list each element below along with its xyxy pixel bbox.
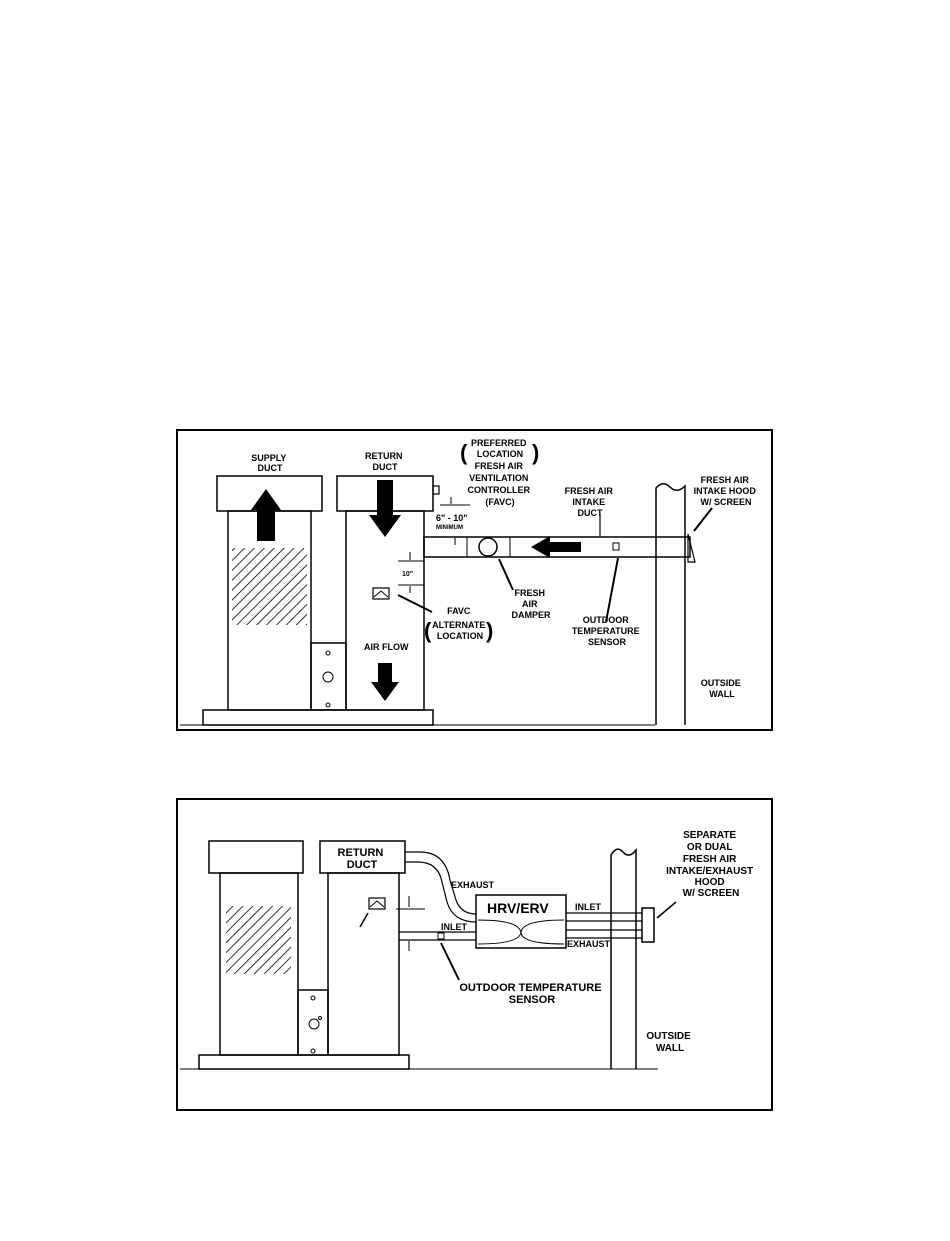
fresh-air-damper-icon [478, 537, 498, 557]
return-cabinet-2 [327, 872, 400, 1056]
supply-duct-box-2 [208, 840, 304, 874]
air-flow-label: AIR FLOW [364, 642, 409, 652]
inlet-left-label: INLET [441, 922, 468, 932]
cabinet-knockout [322, 671, 334, 683]
supply-cabinet-2 [219, 872, 299, 1056]
fresh-air-intake-duct-label: FRESH AIR INTAKE DUCT [565, 486, 616, 518]
figure-2-frame [176, 798, 773, 1111]
sensor-leader-2 [440, 942, 460, 981]
favc-pointer-2 [359, 912, 369, 928]
outdoor-sensor-label: OUTDOOR TEMPERATURE SENSOR [572, 615, 642, 647]
intake-flow-arrow [531, 536, 581, 558]
preferred-paren-close: ) [532, 440, 539, 465]
favc-alt-paren-open: ( [424, 618, 432, 643]
supply-up-arrow [251, 489, 281, 541]
exhaust-flex-duct-inner [405, 861, 477, 923]
intake-exhaust-hood-icon [641, 907, 655, 943]
supply-coil-hatch [232, 548, 307, 625]
separate-hood-label: SEPARATE OR DUAL FRESH AIR INTAKE/EXHAUS… [666, 830, 756, 899]
favc-preferred-icon [432, 485, 440, 495]
cabinet-hole-1 [325, 650, 331, 656]
outside-wall-label: OUTSIDE WALL [701, 678, 744, 699]
return-duct-label: RETURN DUCT [365, 451, 405, 472]
cabinet-knockout-2 [308, 1018, 320, 1030]
damper-leader [498, 558, 514, 591]
favc-icon-2 [368, 897, 386, 910]
favc-alt-leader [397, 594, 433, 613]
outside-wall-label-2: OUTSIDE WALL [646, 1031, 693, 1054]
cabinet-hole-3 [310, 995, 316, 1001]
exhaust-top-label: EXHAUST [451, 880, 495, 890]
return-down-arrow [369, 480, 401, 537]
min-distance-label: 6" - 10" [436, 513, 468, 523]
blower-cabinet [310, 642, 347, 711]
outside-wall-2 [610, 847, 637, 1069]
hood-leader-2 [656, 901, 677, 919]
cabinet-hole-2 [325, 702, 331, 708]
ten-inch-label: 10" [402, 571, 413, 578]
exhaust-right-label: EXHAUST [567, 939, 611, 949]
favc-alt-paren-close: ) [486, 618, 493, 643]
supply-duct-label: SUPPLY DUCT [251, 453, 289, 473]
minimum-label: MINIMUM [436, 525, 463, 531]
outdoor-sensor-icon [612, 542, 620, 551]
blower-cabinet-2 [297, 989, 329, 1056]
intake-hood-label: FRESH AIR INTAKE HOOD W/ SCREEN [694, 475, 759, 507]
figure-1-favc-installation: SUPPLY DUCT RETURN DUCT ( ) PREFERRED LO… [176, 429, 773, 731]
exhaust-flex-duct-outer [405, 851, 477, 915]
figure-1-frame [176, 429, 773, 731]
return-duct-label-2: RETURN DUCT [338, 847, 387, 871]
preferred-location-label: PREFERRED LOCATION [471, 438, 529, 459]
hrv-erv-label: HRV/ERV [487, 900, 549, 916]
favc-alternate-icon [372, 587, 390, 600]
airflow-down-arrow [371, 663, 399, 701]
sensor-leader [605, 557, 619, 623]
favc-alternate-symbol [373, 590, 389, 598]
figure-2-hrv-erv-installation: RETURN DUCT EXHAUST HRV/ERV INLET INLET … [176, 798, 773, 1111]
cabinet-hole-5 [310, 1048, 316, 1054]
fresh-air-damper-label: FRESH AIR DAMPER [511, 588, 551, 620]
favc-alternate-label: FAVC ALTERNATE LOCATION [432, 606, 488, 641]
furnace-base-2 [198, 1054, 410, 1070]
preferred-paren-open: ( [460, 440, 468, 465]
fresh-air-intake-duct [423, 536, 691, 558]
furnace-base [202, 709, 434, 726]
outside-wall [655, 483, 686, 725]
hood-leader [693, 507, 713, 532]
favc-label: FRESH AIR VENTILATION CONTROLLER (FAVC) [467, 461, 532, 507]
favc-symbol-2 [369, 900, 385, 908]
hrv-crossflow-2 [477, 919, 565, 945]
supply-coil-hatch-2 [226, 906, 291, 974]
outdoor-sensor-icon-2 [437, 932, 445, 940]
outdoor-sensor-label-2: OUTDOOR TEMPERATURE SENSOR [459, 982, 604, 1006]
cabinet-hole-4 [318, 1016, 322, 1020]
intake-hood-icon [687, 533, 696, 563]
inlet-right-label: INLET [575, 902, 602, 912]
